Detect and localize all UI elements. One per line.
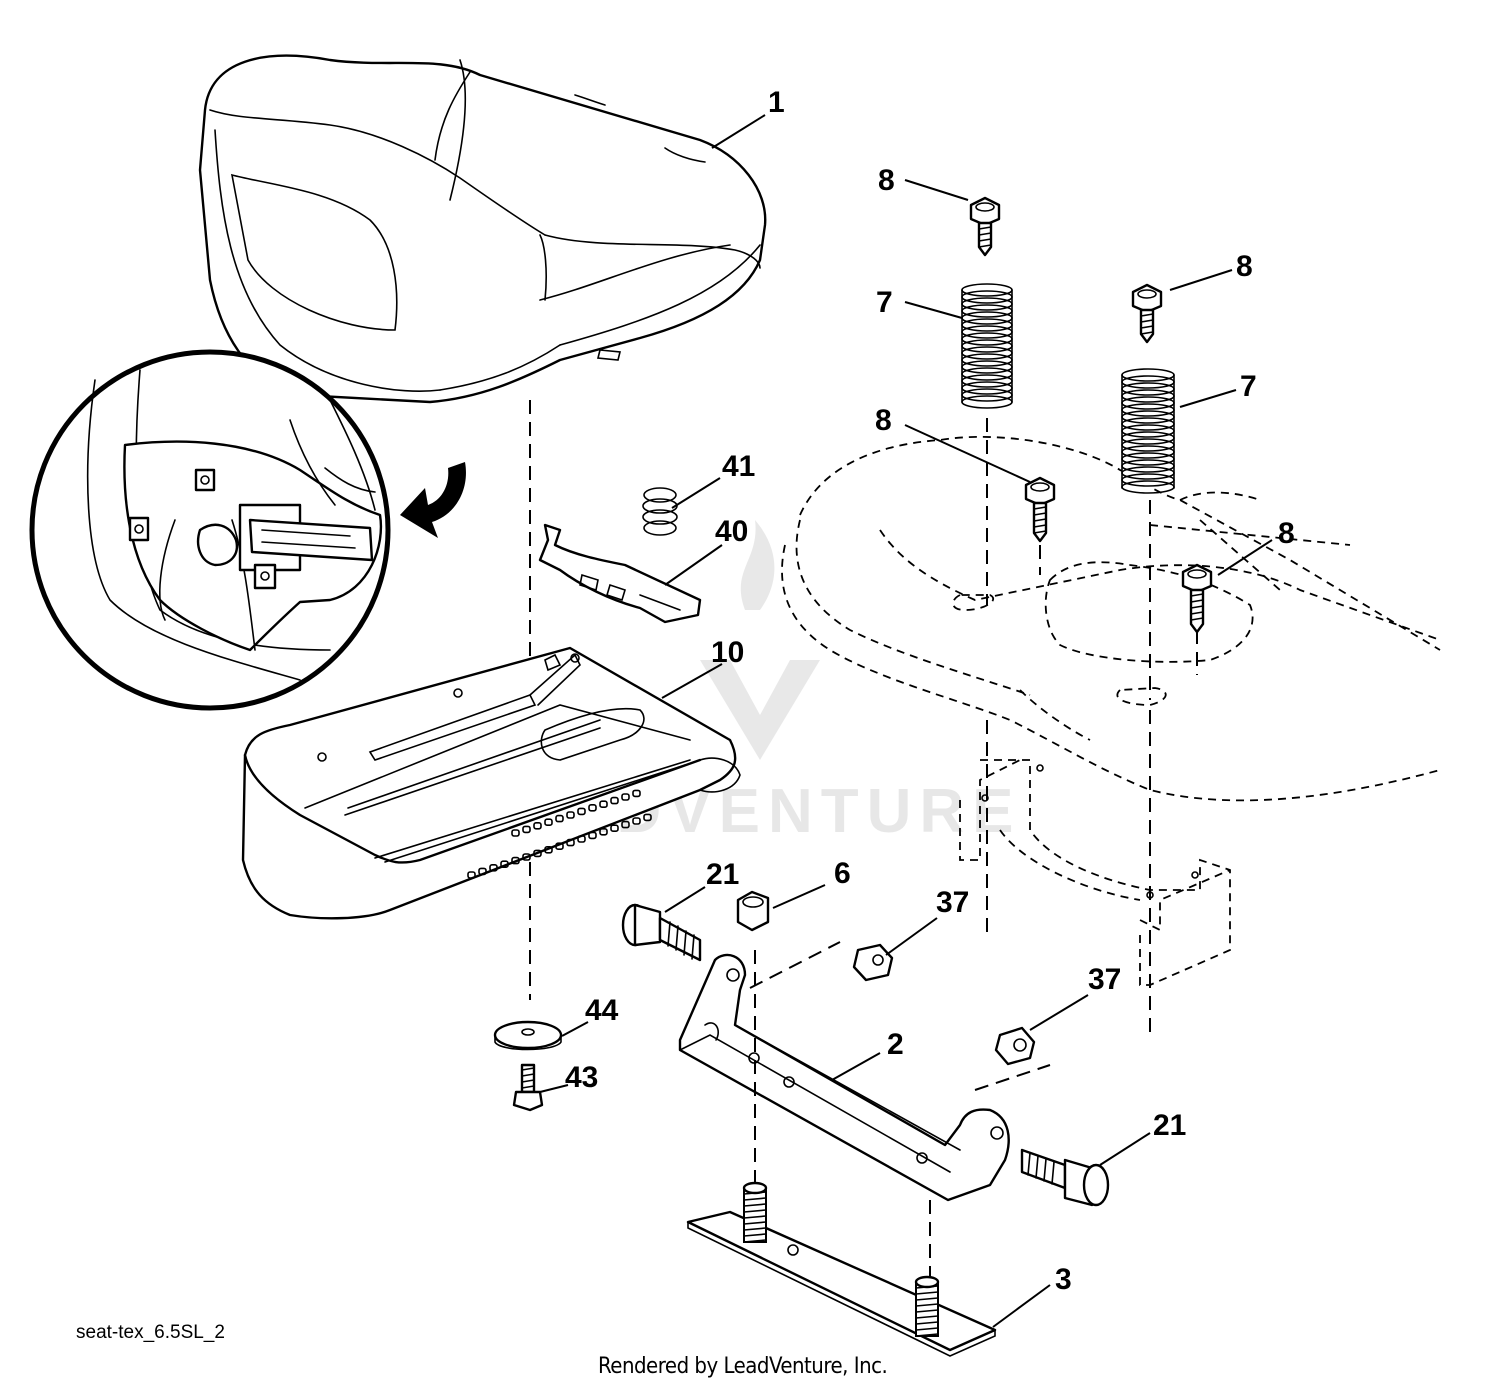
spring-7	[1121, 368, 1175, 494]
seat-pan-slot	[544, 845, 553, 854]
springs-7	[961, 283, 1175, 494]
seat-pan-slot	[522, 825, 531, 834]
seat-pan-slot	[478, 867, 487, 876]
render-credit: Rendered by LeadVenture, Inc.	[598, 1354, 888, 1379]
seat-pan-slot	[500, 860, 509, 869]
alignment-line-nut-lower	[974, 1064, 1051, 1091]
callout-8-d: 8	[1278, 517, 1295, 550]
bracket-part	[678, 953, 1010, 1202]
seat-pan-slot	[599, 827, 608, 836]
callout-8-c: 8	[875, 404, 892, 437]
callout-44: 44	[585, 994, 619, 1027]
seat-pan-slot	[489, 863, 498, 872]
seat-pan-slot	[632, 817, 641, 825]
callout-10: 10	[711, 636, 744, 669]
bolt-8	[969, 196, 1001, 257]
callout-37-a: 37	[936, 886, 969, 919]
plate-part	[686, 1181, 997, 1357]
plate-stud	[914, 1275, 940, 1337]
seat-pan-slot	[599, 800, 608, 809]
callout-6: 6	[834, 857, 851, 890]
bolt-8	[1131, 283, 1163, 344]
seat-pan-slot	[533, 849, 542, 858]
seat-pan-slots	[467, 789, 652, 879]
detail-inset	[29, 349, 391, 711]
seat-pan-slot	[555, 842, 564, 851]
callout-43: 43	[565, 1061, 598, 1094]
seat-pan-slot	[632, 789, 641, 798]
callout-21-a: 21	[706, 858, 739, 891]
small-spring-part	[642, 487, 678, 536]
seat-pan-slot	[577, 807, 586, 816]
callout-labels: 1 8 8 7 7 8 8 41 40 10 21 6 37 37 44 43 …	[565, 86, 1295, 1296]
bolt-8	[1024, 476, 1056, 543]
seat-pan-slot	[588, 831, 597, 840]
callout-37-b: 37	[1088, 963, 1121, 996]
seat-pan-slot	[522, 853, 531, 861]
seat-pan-slot	[533, 821, 542, 830]
nut-37-mid	[852, 943, 894, 982]
callout-7-a: 7	[876, 286, 893, 319]
seat-pan-slot	[643, 813, 652, 822]
alignment-line-nut	[749, 941, 841, 989]
callout-1: 1	[768, 86, 785, 119]
seat-pan-slot	[566, 811, 575, 819]
detail-arrow-icon	[400, 462, 466, 538]
bolt-21-right	[1020, 1148, 1110, 1207]
seat-pan-part	[241, 646, 741, 920]
seat-pan-slot	[588, 803, 597, 812]
spring-7	[961, 283, 1013, 409]
callout-3: 3	[1055, 1263, 1072, 1296]
frame-outline	[781, 435, 1441, 986]
seat-pan-slot	[511, 856, 520, 865]
washer-44	[493, 1020, 563, 1051]
nut-6	[736, 890, 770, 932]
callout-40: 40	[715, 515, 748, 548]
seat-part	[198, 54, 767, 404]
bolts-8	[969, 196, 1213, 634]
seat-pan-slot	[544, 818, 553, 827]
plate-studs	[742, 1181, 940, 1337]
bolt-8	[1181, 563, 1213, 634]
leader-lines	[539, 114, 1273, 1328]
seat-pan-slot	[610, 824, 619, 833]
seat-pan-slot	[511, 829, 520, 837]
seat-pan-slot	[610, 796, 619, 805]
callout-8-a: 8	[878, 164, 895, 197]
callout-41: 41	[722, 450, 755, 483]
callout-8-b: 8	[1236, 250, 1253, 283]
callout-7-b: 7	[1240, 370, 1257, 403]
screw-43	[512, 1063, 544, 1112]
seat-pan-slot	[621, 820, 630, 829]
plate-stud	[742, 1181, 768, 1243]
seat-pan-slot	[577, 835, 586, 843]
seat-pan-slot	[555, 814, 564, 823]
seat-pan-slot	[467, 871, 476, 879]
bolt-21-left	[621, 903, 702, 962]
callout-2: 2	[887, 1028, 904, 1061]
diagram-id-label: seat-tex_6.5SL_2	[76, 1322, 225, 1343]
seat-pan-slot	[566, 838, 575, 847]
callout-21-b: 21	[1153, 1109, 1186, 1142]
latch-clip-part	[538, 523, 702, 624]
seat-pan-slot	[621, 793, 630, 801]
nut-37-lower	[994, 1026, 1036, 1066]
